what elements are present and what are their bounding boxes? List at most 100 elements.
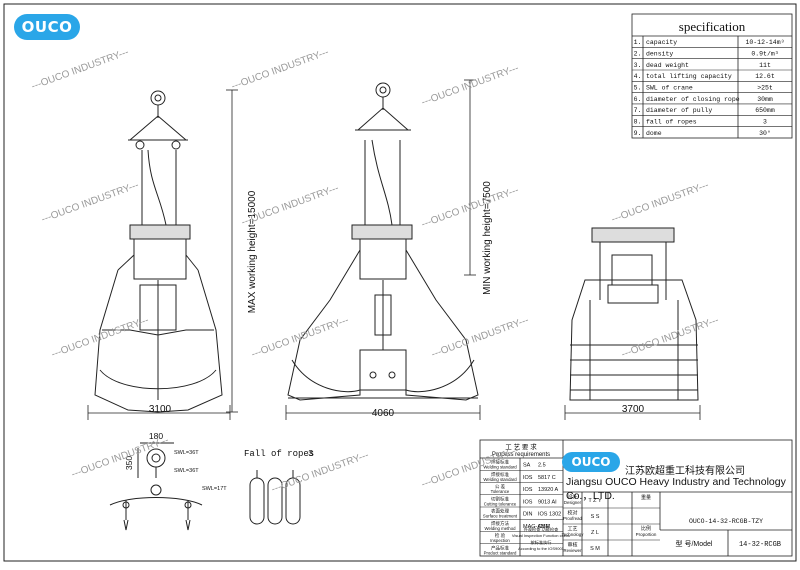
hook-detail <box>109 442 203 531</box>
process-row-cn: 焊接标准 <box>491 459 509 466</box>
spec-row-name: fall of ropes <box>646 119 697 126</box>
spec-row-name: diameter of pully <box>646 107 712 114</box>
process-row-cn: 表面处理 <box>491 508 509 515</box>
spec-row-name: dome <box>646 130 662 137</box>
process-row-cn: 公 差 <box>495 483 506 489</box>
role-person: T Z Y <box>588 498 602 504</box>
spec-row-no: 7. <box>634 107 642 114</box>
process-row-en: Tolerance <box>491 489 510 494</box>
inspection-check-cn: 外观检查 功能检查 <box>524 526 559 533</box>
process-row-en: Cutting tolerance <box>484 501 517 506</box>
process-header-cn: 工 艺 要 求 <box>505 442 537 451</box>
process-row-en: Welding method <box>485 526 517 531</box>
role-person: Z L <box>591 530 599 536</box>
detail-width-label: 180 <box>149 431 163 441</box>
role-en: Reviewer <box>564 548 582 553</box>
spec-row-name: total lifting capacity <box>646 73 732 80</box>
spec-row-no: 8. <box>634 119 642 126</box>
proportion-en: Proportion <box>636 532 657 537</box>
spec-row-no: 3. <box>634 62 642 69</box>
process-row-cn: 焊接方法 <box>491 520 509 527</box>
role-person: S M <box>590 546 600 552</box>
spec-row-no: 1. <box>634 39 642 46</box>
role-cn: 工艺 <box>567 527 577 533</box>
ouco-logo: OUCO <box>14 14 80 40</box>
role-cn: 审核 <box>567 542 577 549</box>
spec-row-lines <box>632 47 792 127</box>
spec-row-no: 5. <box>634 85 642 92</box>
fall-of-ropes-label: Fall of ropes <box>244 449 314 459</box>
process-row-code: IOS <box>523 499 533 505</box>
process-row-en: Welding standard <box>483 477 517 482</box>
spec-row-value: 12.6t <box>755 73 775 80</box>
process-row-value: CSM <box>538 524 551 530</box>
role-en: Technology <box>562 532 585 537</box>
spec-row-value: 11t <box>759 62 771 69</box>
spec-row-value: 650mm <box>755 107 775 114</box>
spec-row-name: dead weight <box>646 62 689 69</box>
process-row-value: 9013 AI <box>538 499 557 505</box>
swl-label-2: SWL=36T <box>174 468 199 474</box>
fall-of-ropes-value: 3 <box>308 449 313 459</box>
titleblock-logo: OUCO <box>562 452 620 472</box>
process-row-cn: 产品标准 <box>491 544 509 551</box>
spec-row-name: SWL of crane <box>646 85 693 92</box>
role-cn: 校对 <box>567 510 577 517</box>
process-row-cn: 焊接标准 <box>491 471 509 478</box>
width-open-dimension <box>285 405 481 420</box>
process-row-en: Inspection <box>490 538 510 543</box>
role-en: Designer <box>564 500 582 505</box>
min-height-label: MIN working height=7500 <box>482 181 493 295</box>
width-open-label: 4060 <box>372 408 395 419</box>
spec-row-value: 3 <box>763 119 767 126</box>
spec-row-no: 2. <box>634 51 642 58</box>
process-row-value: IOS 1302 <box>538 512 561 518</box>
width-side-dimension <box>564 405 701 420</box>
process-row-cn: 切割标准 <box>491 495 509 502</box>
width-side-label: 3700 <box>622 404 645 415</box>
company-name-en: Jiangsu OUCO Heavy Industry and Technolo… <box>566 476 786 502</box>
inspection-check-en: Visual Inspection Function check <box>512 533 570 538</box>
spec-row-name: density <box>646 51 673 58</box>
process-row-value: 5817 C <box>538 475 556 481</box>
company-name-cn: 江苏欧超重工科技有限公司 <box>625 466 745 477</box>
role-person: S S <box>591 514 600 520</box>
swl-label-1: SWL=36T <box>174 450 199 456</box>
process-row-code: IOS <box>523 487 533 493</box>
max-height-dimension <box>226 89 238 413</box>
spec-row-no: 6. <box>634 96 642 103</box>
process-row-en: Product standard <box>484 550 517 555</box>
process-row-cn: 检 验 <box>495 532 506 539</box>
spec-table <box>631 13 793 139</box>
product-standard-cn: 按标准执行 <box>531 539 552 546</box>
spec-title: specification <box>679 19 746 34</box>
role-en: Proofread <box>563 516 582 521</box>
weight-label: 重量 <box>641 494 651 501</box>
spec-row-value: 10-12-14m³ <box>745 39 784 46</box>
spec-row-value: 0.9t/m³ <box>751 51 778 58</box>
grab-side-view <box>569 227 699 401</box>
width-front-dimension <box>87 405 231 420</box>
min-height-dimension <box>464 79 476 276</box>
spec-row-value: 30mm <box>757 96 773 103</box>
process-row-en: Welding standard <box>483 465 517 470</box>
sheet-border <box>3 3 797 562</box>
process-header-en: Process requirements <box>492 452 550 458</box>
process-row-code: DIN <box>523 512 533 518</box>
spec-row-name: capacity <box>646 39 677 46</box>
spec-row-value: >25t <box>757 85 773 92</box>
spec-rows: 1. capacity 10-12-14m³ 2. density 0.9t/m³ 3. de… <box>634 39 785 137</box>
process-row-value: 13920 A <box>538 487 559 493</box>
grab-open-view <box>287 82 479 401</box>
role-cn: 设计 <box>567 494 577 501</box>
spec-row-value: 30° <box>759 129 771 137</box>
drawing-number: OUCO-14-32-RCGB-TZY <box>689 518 763 525</box>
process-row-code: SA <box>523 463 531 469</box>
spec-row-no: 9. <box>634 130 642 137</box>
model-label: 型 号/Model <box>676 539 713 548</box>
process-row-value: 2.5 <box>538 463 546 469</box>
